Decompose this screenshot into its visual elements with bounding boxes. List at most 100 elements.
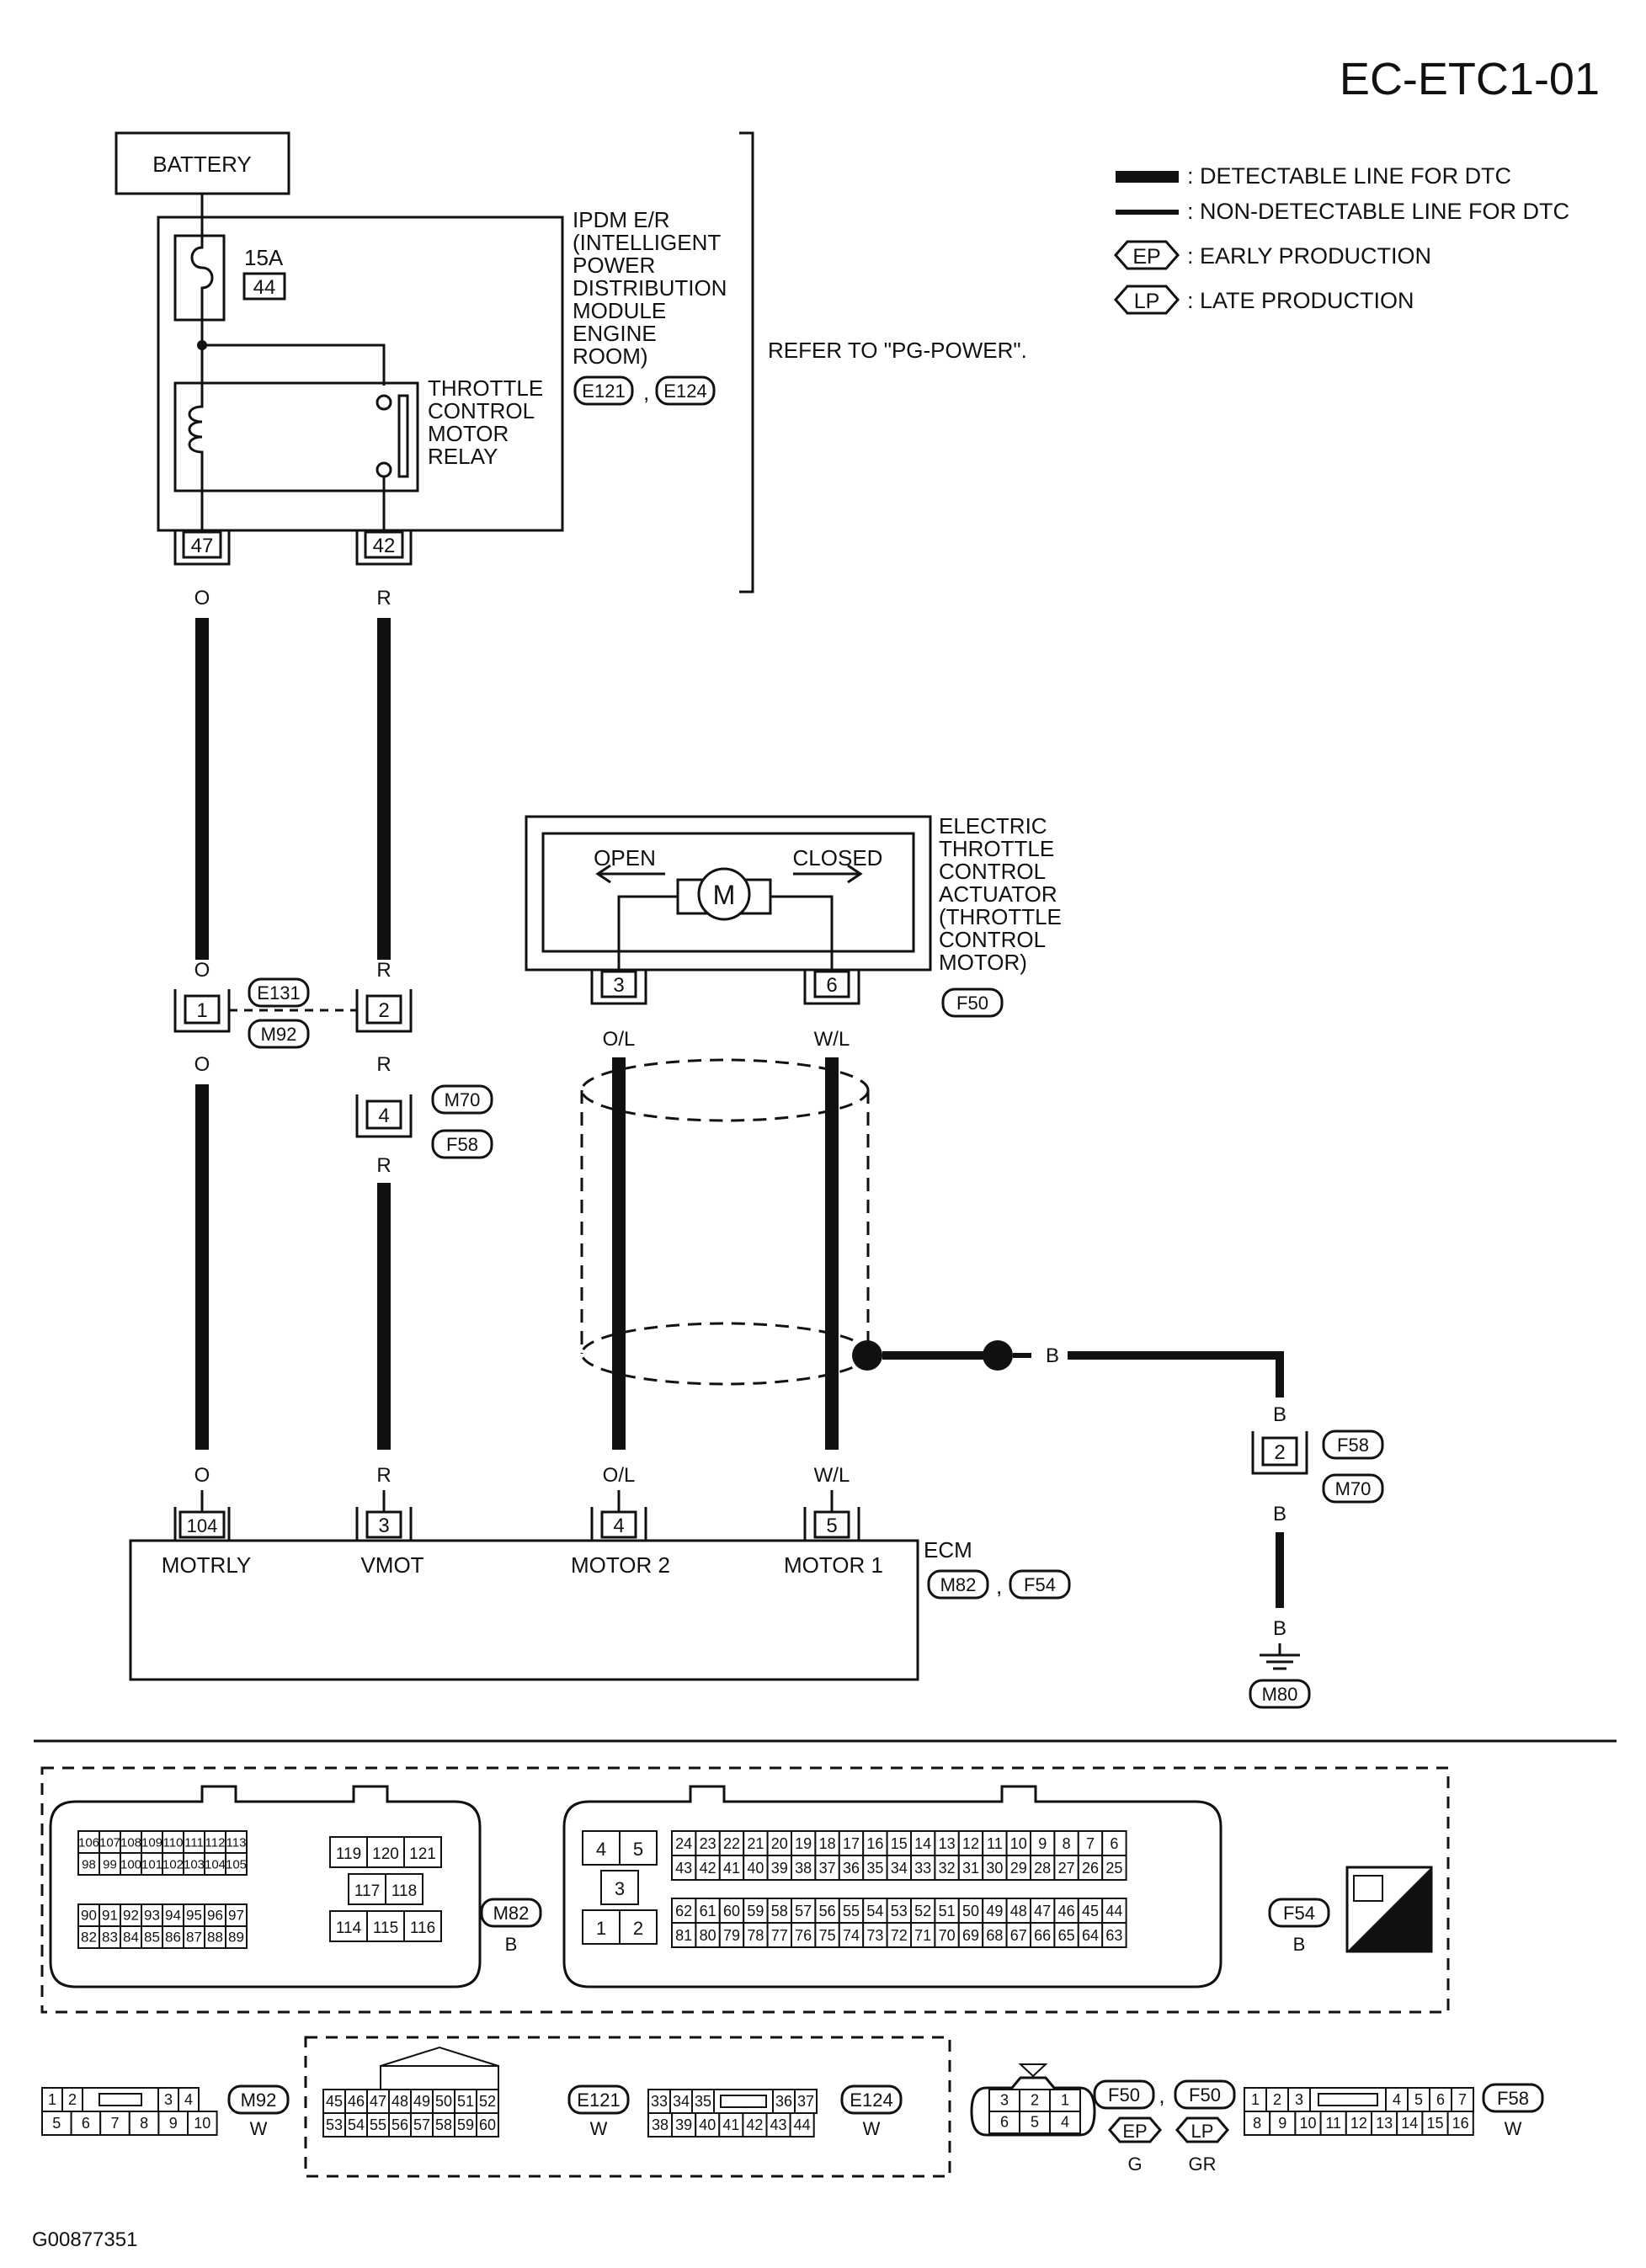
hs-badge-fill: [1347, 1867, 1431, 1951]
connector-cavity: [695, 1855, 721, 1881]
connector-cavity: [838, 1855, 865, 1881]
connector-cavity-number: 4: [1393, 2091, 1401, 2108]
connector-cavity: [1265, 2087, 1289, 2112]
actuator-label-line: (THROTTLE: [939, 904, 1062, 929]
connector-cavity-number: 87: [186, 1930, 202, 1946]
connector-cavity-number: 65: [1058, 1927, 1075, 1944]
connector-cavity-number: 47: [1034, 1903, 1051, 1919]
connector-cavity: [671, 1922, 697, 1948]
m92-color: W: [250, 2118, 268, 2139]
connector-cavity: [718, 1855, 745, 1881]
closed-arrow-icon: [793, 864, 863, 884]
ecm-pin-label: 104: [187, 1515, 218, 1536]
legend-ep-label: : EARLY PRODUCTION: [1187, 243, 1431, 269]
joint-connector-e131: 1 2 E131 M92: [173, 977, 413, 1049]
connector-cavity: [1101, 1922, 1127, 1948]
relay-box: [173, 381, 419, 492]
actuator-pin-6-label: 6: [826, 974, 837, 997]
connector-cavity-number: 14: [1401, 2115, 1418, 2132]
actuator-label-line: MOTOR): [939, 950, 1027, 975]
connector-cavity-number: 107: [99, 1836, 120, 1850]
connector-cavity-number: 33: [914, 1860, 931, 1877]
connector-cavity-number: 28: [1034, 1860, 1051, 1877]
connector-cavity-number: 9: [1038, 1835, 1047, 1852]
f50-color-ep: G: [1127, 2154, 1142, 2175]
wire-label-b: B: [1046, 1344, 1059, 1367]
f50-ep-tag: [1108, 2116, 1162, 2143]
connector-cavity-number: 1: [596, 1918, 606, 1939]
connector-cavity-number: 48: [1010, 1903, 1027, 1919]
connector-cavity-number: 6: [1436, 2091, 1445, 2108]
wire-label-b: B: [1273, 1617, 1286, 1640]
relay-label-line: CONTROL: [428, 398, 535, 423]
connector-cavity: [61, 2087, 83, 2112]
connector-cavity: [225, 1852, 248, 1876]
connector-cavity-number: 40: [699, 2116, 716, 2133]
connector-cavity: [99, 1925, 121, 1949]
ecm-pin-4: 4: [590, 1507, 647, 1542]
connector-cavity-number: 59: [747, 1903, 764, 1919]
connector-cavity-number: 24: [675, 1835, 692, 1852]
connector-cavity-number: 6: [1000, 2114, 1009, 2131]
connector-cavity-number: 89: [228, 1930, 244, 1946]
actuator-pin-3-label: 3: [613, 974, 624, 997]
connector-cavity-number: 76: [795, 1927, 812, 1944]
ground-joint-pin: 2: [1274, 1441, 1285, 1464]
ecm-pin-label: 4: [613, 1515, 624, 1537]
ground-m80: M80: [1262, 1684, 1298, 1705]
connector-cavity-number: 116: [410, 1919, 435, 1937]
connector-cavity: [1101, 1830, 1127, 1856]
connector-cavity-number: 31: [962, 1860, 979, 1877]
connector-cavity-number: 3: [1000, 2092, 1009, 2109]
connector-cavity-number: 62: [675, 1903, 692, 1919]
connector-cavity: [1345, 2111, 1373, 2136]
connector-cavity-number: 43: [770, 2116, 787, 2133]
connector-cavity-number: 8: [1253, 2115, 1261, 2132]
connector-cavity-number: 14: [914, 1835, 931, 1852]
motor-lead-6: [770, 895, 834, 981]
connector-cavity: [619, 1830, 658, 1866]
connector-cavity-number: 98: [82, 1858, 96, 1872]
connector-cavity: [814, 1898, 840, 1924]
joint2-conn-f58: F58: [446, 1134, 478, 1155]
connector-cavity-number: 58: [435, 2116, 452, 2133]
actuator-label-line: ACTUATOR: [939, 881, 1057, 907]
connector-cavity-number: 44: [794, 2116, 811, 2133]
f54-name: F54: [1283, 1903, 1315, 1924]
ground-wire-b: [1068, 1351, 1284, 1398]
connector-cavity: [718, 2112, 744, 2138]
e124-color: W: [863, 2118, 881, 2139]
connector-cavity: [1446, 2111, 1474, 2136]
connector-cavity: [366, 2089, 390, 2114]
connector-cavity-number: 12: [962, 1835, 979, 1852]
connector-tag: [1268, 1898, 1330, 1928]
connector-cavity-number: 53: [326, 2116, 343, 2133]
battery-label: BATTERY: [152, 152, 252, 177]
connector-cavity-number: 34: [673, 2093, 690, 2110]
connector-cavity-number: 115: [373, 1919, 398, 1937]
connector-cavity: [1244, 2111, 1271, 2136]
connector-cavity: [385, 1873, 423, 1905]
connector-cavity-number: 93: [144, 1908, 160, 1924]
connector-cavity: [1294, 2111, 1322, 2136]
connector-cavity-number: 7: [110, 2115, 119, 2132]
connector-cavity: [432, 2112, 455, 2138]
connector-cavity: [791, 1830, 817, 1856]
actuator-label-line: ELECTRIC: [939, 813, 1047, 839]
ipdm-label-line: POWER: [573, 253, 655, 278]
connector-cavity: [765, 2112, 791, 2138]
f50-ep-label: EP: [1122, 2121, 1147, 2142]
connector-cavity-number: 2: [68, 2091, 77, 2108]
connector-cavity-number: 79: [723, 1927, 740, 1944]
m82-name: M82: [493, 1903, 530, 1924]
connector-cavity-number: 104: [205, 1858, 226, 1872]
wire-label-o: O: [194, 959, 210, 982]
hs-label: H.S.: [1383, 1925, 1426, 1950]
connector-tag: [1174, 2079, 1236, 2110]
ecm-conn-f54: F54: [1024, 1574, 1056, 1595]
connector-cavity-number: 5: [52, 2115, 61, 2132]
connector-cavity-number: 66: [1034, 1927, 1051, 1944]
connector-cavity: [403, 1910, 442, 1942]
ecm-terminal-motor1: MOTOR 1: [784, 1552, 883, 1578]
f54-connector-shell: [562, 1785, 1223, 1988]
